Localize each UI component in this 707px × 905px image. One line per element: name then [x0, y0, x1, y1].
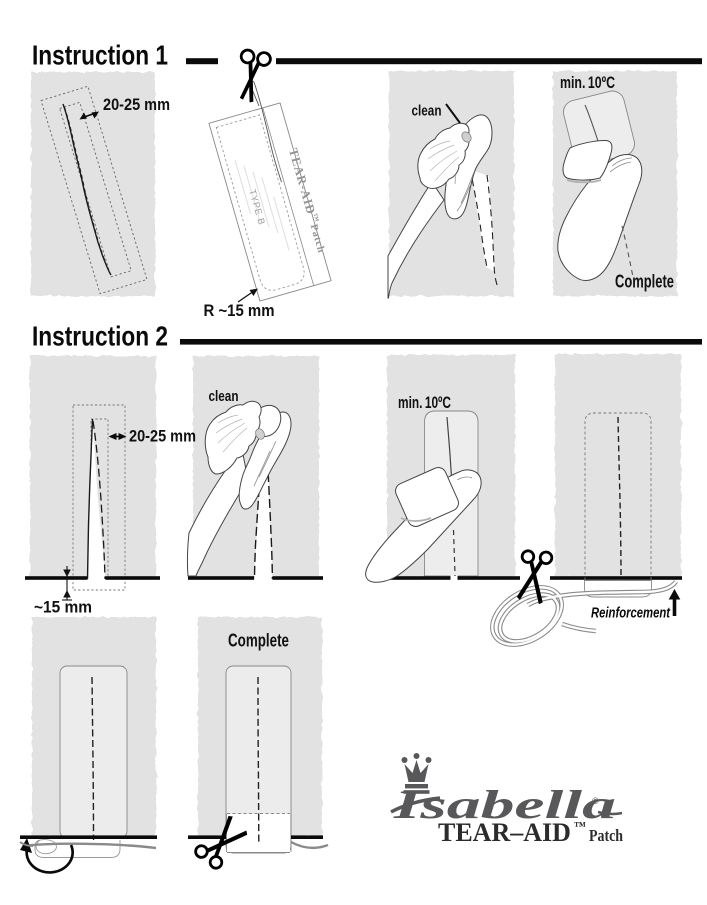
svg-text:TEAR–AID: TEAR–AID: [438, 818, 571, 847]
svg-text:min. 10ºC: min. 10ºC: [398, 393, 451, 412]
svg-text:~15 mm: ~15 mm: [34, 598, 92, 617]
svg-text:clean: clean: [209, 388, 239, 405]
svg-text:20-25 mm: 20-25 mm: [103, 95, 170, 114]
svg-text:™: ™: [574, 819, 586, 833]
svg-text:®: ®: [592, 796, 599, 806]
svg-text:Patch: Patch: [589, 826, 623, 845]
svg-text:Instruction 1: Instruction 1: [32, 40, 168, 71]
svg-text:Reinforcement: Reinforcement: [591, 605, 671, 622]
svg-text:min. 10ºC: min. 10ºC: [560, 73, 615, 92]
svg-text:Complete: Complete: [228, 630, 289, 651]
svg-text:Complete: Complete: [615, 271, 674, 292]
svg-text:R ~15 mm: R ~15 mm: [204, 301, 275, 320]
svg-text:20-25 mm: 20-25 mm: [129, 427, 196, 446]
svg-text:clean: clean: [412, 103, 442, 120]
svg-text:Instruction 2: Instruction 2: [32, 321, 168, 352]
svg-text:Isabella: Isabella: [392, 782, 616, 827]
